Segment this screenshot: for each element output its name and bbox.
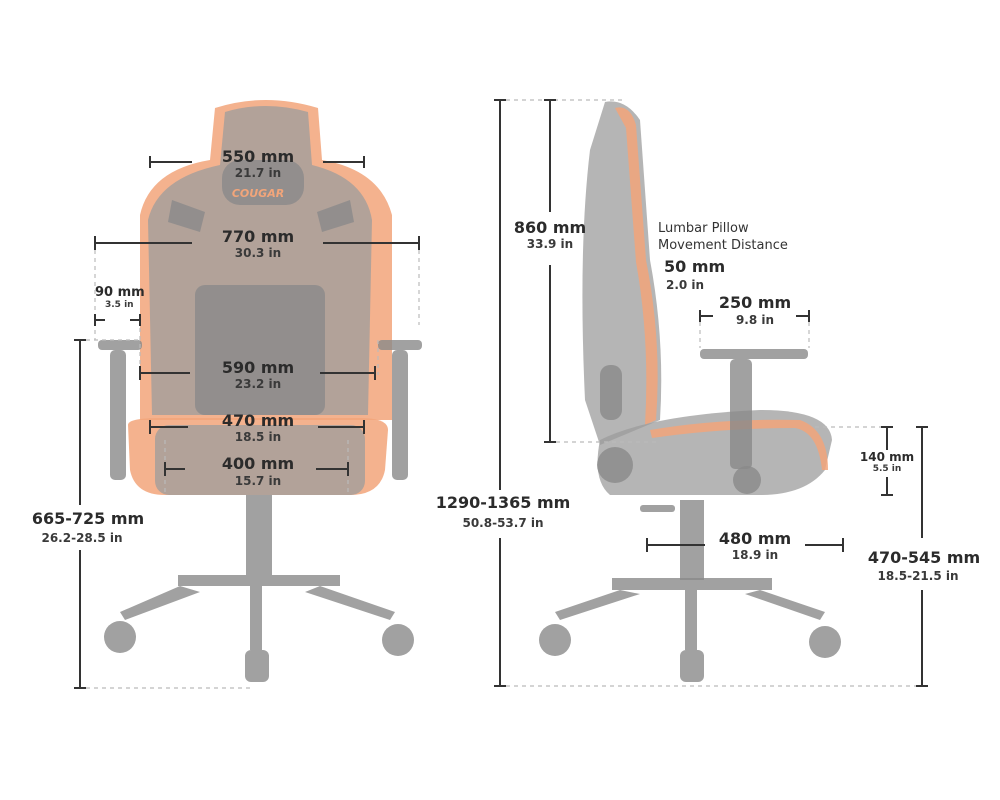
seat-width-mm: 470 mm: [222, 411, 294, 430]
armrest-depth-mm: 250 mm: [719, 293, 791, 312]
armrest-offset-in: 3.5 in: [105, 300, 134, 310]
seat-depth-in: 18.9 in: [732, 548, 778, 562]
front-chair-illustration: COUGAR: [98, 100, 422, 682]
armrest-offset-mm: 90 mm: [95, 285, 145, 300]
armrest-height-in: 26.2-28.5 in: [41, 531, 122, 545]
side-dimension-labels: 860 mm 33.9 in Lumbar Pillow Movement Di…: [436, 218, 980, 583]
seat-inner-width-mm: 400 mm: [222, 454, 294, 473]
cougar-logo: COUGAR: [232, 187, 284, 200]
seat-depth-mm: 480 mm: [719, 529, 791, 548]
headrest-width-mm: 550 mm: [222, 147, 294, 166]
seat-inner-width-in: 15.7 in: [235, 474, 281, 488]
side-dimension-lines: [494, 99, 928, 687]
seat-height-mm: 470-545 mm: [868, 548, 980, 567]
overall-width-in: 30.3 in: [235, 246, 281, 260]
headrest-width-in: 21.7 in: [235, 166, 281, 180]
total-height-in: 50.8-53.7 in: [462, 516, 543, 530]
front-dimension-lines: [74, 156, 420, 689]
lumbar-distance-in: 2.0 in: [666, 278, 704, 292]
seat-thickness-in: 5.5 in: [873, 464, 902, 474]
seat-width-in: 18.5 in: [235, 430, 281, 444]
inner-armrest-width-mm: 590 mm: [222, 358, 294, 377]
total-height-mm: 1290-1365 mm: [436, 493, 571, 512]
front-dimension-labels: 550 mm 21.7 in 770 mm 30.3 in 90 mm 3.5 …: [32, 147, 294, 545]
lumbar-label-line1: Lumbar Pillow: [658, 221, 749, 236]
side-chair-illustration: [539, 101, 841, 682]
armrest-depth-in: 9.8 in: [736, 313, 774, 327]
seat-height-in: 18.5-21.5 in: [877, 569, 958, 583]
overall-width-mm: 770 mm: [222, 227, 294, 246]
armrest-height-mm: 665-725 mm: [32, 509, 144, 528]
backrest-height-in: 33.9 in: [527, 237, 573, 251]
lumbar-label-line2: Movement Distance: [658, 238, 788, 253]
lumbar-distance-mm: 50 mm: [664, 257, 725, 276]
backrest-height-mm: 860 mm: [514, 218, 586, 237]
inner-armrest-width-in: 23.2 in: [235, 377, 281, 391]
seat-thickness-mm: 140 mm: [860, 450, 914, 464]
